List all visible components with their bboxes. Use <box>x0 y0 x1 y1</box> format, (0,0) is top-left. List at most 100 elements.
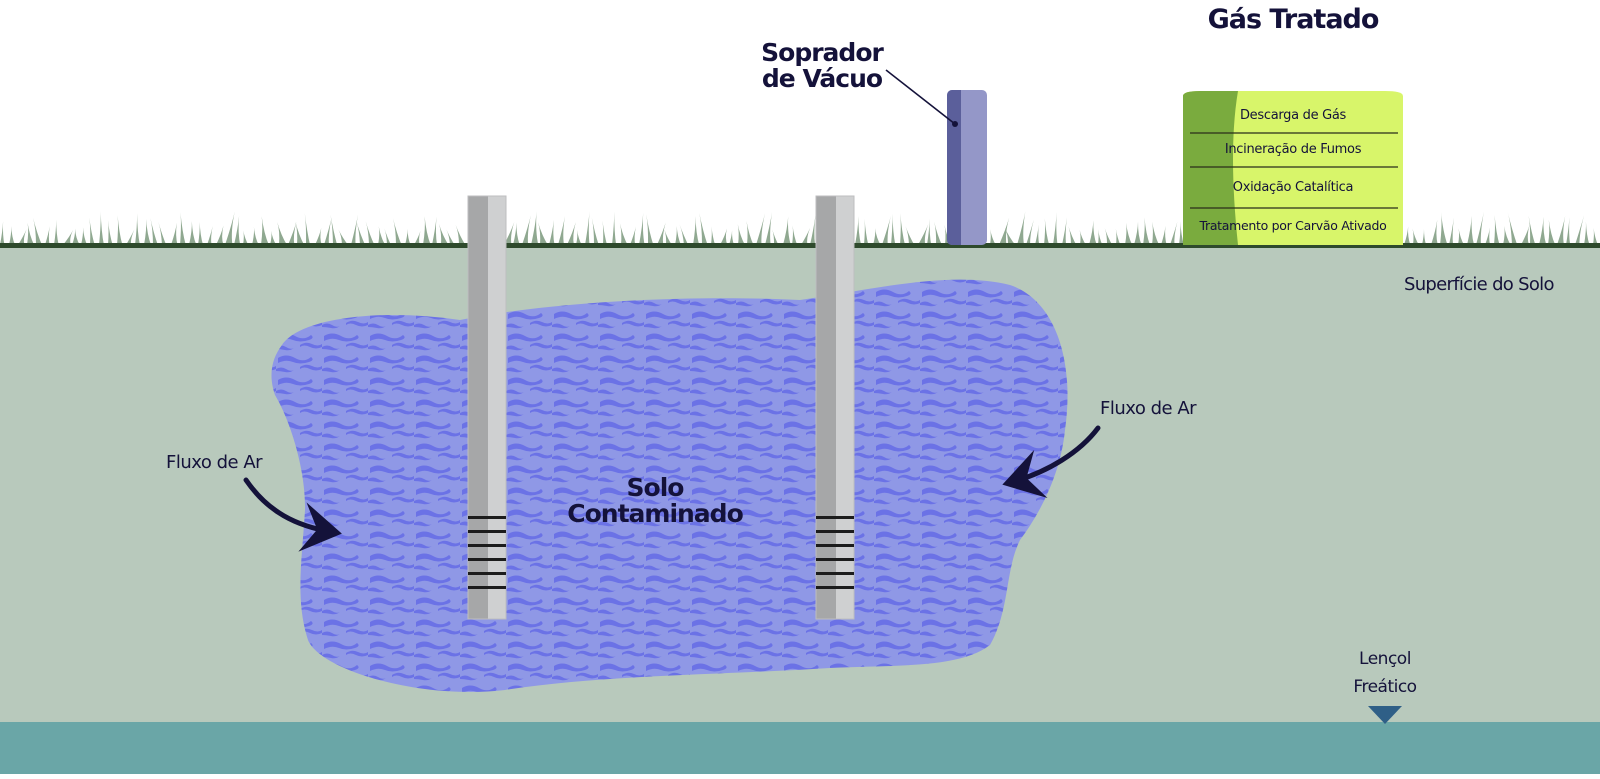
water-table-marker-icon <box>1368 706 1402 724</box>
grass-blade <box>1593 228 1599 245</box>
grass-blade <box>522 215 531 245</box>
grass-blade <box>72 228 80 245</box>
grass-blade <box>304 213 311 245</box>
vacuum-blower-leader-dot <box>952 121 958 127</box>
grass-blade <box>882 215 891 245</box>
grass-blade <box>1494 215 1500 245</box>
grass-blade <box>144 218 152 245</box>
grass-blade <box>351 214 359 245</box>
grass-blade <box>891 213 896 245</box>
treatment-tank <box>1183 91 1403 245</box>
grass-blade <box>295 221 305 245</box>
water-table-label-line1: Lençol <box>1359 649 1411 669</box>
grass-blade <box>234 216 241 245</box>
grass-blade <box>1584 221 1590 245</box>
grass-blade <box>207 226 213 245</box>
grass-blade <box>1404 226 1411 245</box>
grass-blade <box>591 217 599 245</box>
grass-blade <box>934 221 942 245</box>
soil-surface-label: Superfície do Solo <box>1404 274 1554 295</box>
grass-blade <box>150 217 158 245</box>
grass-blade <box>324 217 332 245</box>
grass-blade <box>54 219 59 245</box>
grass-blade <box>1062 217 1067 245</box>
extraction-well-right <box>815 195 855 620</box>
grass-blade <box>18 229 27 245</box>
grass-blade <box>1004 227 1016 245</box>
grass-blade <box>720 228 728 245</box>
grass-blade <box>27 222 35 245</box>
grass-blade <box>585 211 590 245</box>
contaminated-soil-label-line1: Solo <box>626 473 685 502</box>
grass-blade <box>277 222 287 245</box>
grass-blade <box>999 217 1010 245</box>
grass-blade <box>1548 219 1556 245</box>
grass-blade <box>446 229 455 245</box>
grass-blade <box>746 221 754 245</box>
grass-blade <box>1412 228 1419 245</box>
grass-blade <box>619 223 628 245</box>
grass-blade <box>315 227 322 245</box>
grass-blade <box>1017 211 1026 245</box>
grass-blade <box>135 213 140 245</box>
grass-blade <box>1115 228 1121 245</box>
grass-blade <box>365 221 375 245</box>
grass-blade <box>9 226 16 245</box>
grass-blade <box>1035 224 1040 245</box>
grass-blade <box>772 229 779 245</box>
vacuum-blower-label-line1: Soprador <box>761 38 884 67</box>
grass-blade <box>1539 216 1547 245</box>
grass-blade <box>1026 219 1034 245</box>
grass-blade <box>1507 212 1518 245</box>
grass-blade <box>504 221 515 245</box>
grass-blade <box>330 214 338 245</box>
grass-blade <box>393 218 402 245</box>
water-table-label-line2: Freático <box>1353 677 1417 697</box>
grass-blade <box>737 224 745 245</box>
grass-blade <box>675 225 682 245</box>
grass-blade <box>1521 224 1530 245</box>
grass-blade <box>81 227 88 245</box>
grass-blade <box>1575 215 1585 245</box>
grass-blade <box>1467 215 1475 245</box>
vacuum-blower-pipe <box>947 90 987 245</box>
vacuum-blower-label: Soprador de Vácuo <box>752 40 892 92</box>
grass-blade <box>89 217 95 245</box>
grass-blade <box>864 218 869 245</box>
grass-blade <box>384 228 392 245</box>
contaminated-soil-label: Solo Contaminado <box>560 475 750 527</box>
grass-blade <box>1143 217 1150 245</box>
grass-blade <box>1161 225 1167 245</box>
grass-blade <box>1179 221 1184 245</box>
grass-blade <box>792 225 798 245</box>
grass-blade <box>1566 217 1571 245</box>
grass-blade <box>558 215 565 245</box>
grass-blade <box>438 223 449 245</box>
groundwater-layer <box>0 722 1600 774</box>
air-flow-right-label: Fluxo de Ar <box>1100 398 1197 419</box>
grass-blade <box>679 224 689 245</box>
grass-blade <box>567 222 576 245</box>
grass-blade <box>1503 226 1511 245</box>
grass-blade <box>1125 222 1133 245</box>
grass-blade <box>1053 212 1058 245</box>
grass-blade <box>126 229 135 245</box>
grass-blade <box>729 230 735 245</box>
grass-blade <box>1449 217 1454 245</box>
grass-blade <box>1528 215 1536 245</box>
vacuum-blower-label-line2: de Vácuo <box>761 64 883 93</box>
grass-blade <box>1089 220 1097 245</box>
air-flow-arrow-left <box>243 477 342 552</box>
grass-blade <box>657 222 666 245</box>
grass-blade <box>1458 228 1465 245</box>
grass-blade <box>905 226 915 245</box>
grass-blade <box>356 221 366 245</box>
grass-blade <box>664 229 672 245</box>
grass-blade <box>158 221 167 245</box>
grass-blade <box>63 229 74 245</box>
vacuum-blower-leader-line <box>885 69 956 125</box>
grass-blade <box>117 215 123 245</box>
grass-blade <box>1044 218 1050 245</box>
